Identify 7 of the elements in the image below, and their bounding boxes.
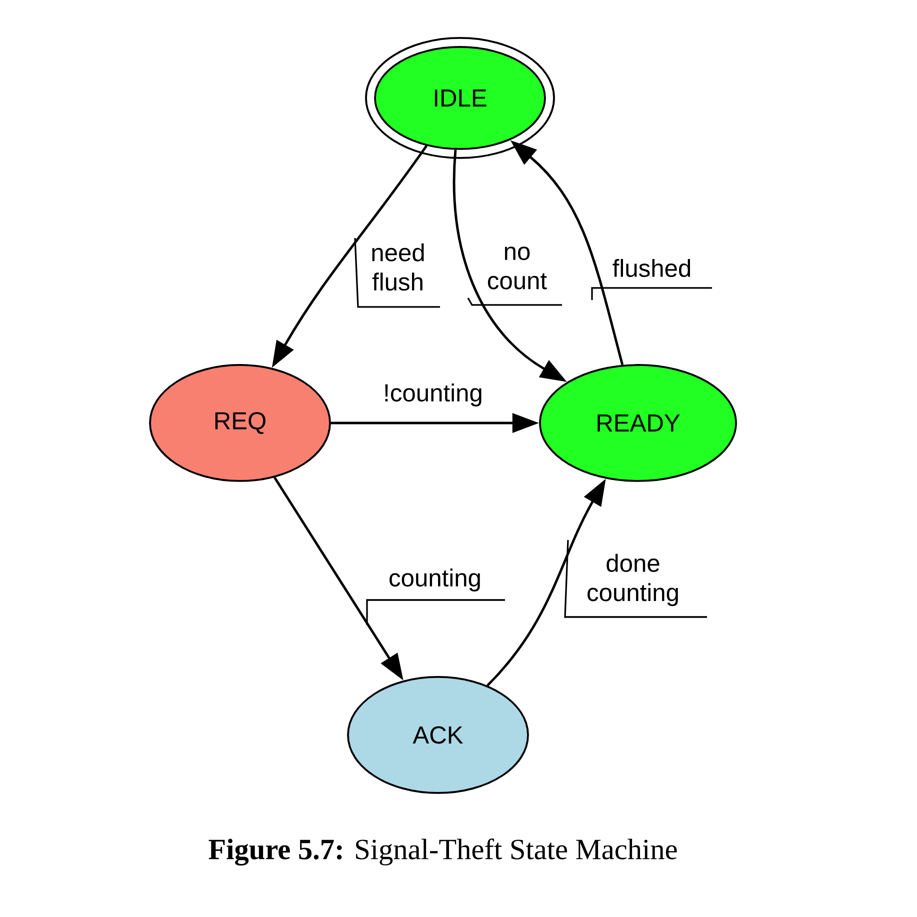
edge-label: counting: [390, 568, 480, 592]
edge-label: !counting: [385, 384, 482, 406]
figure-caption: Figure 5.7: Signal-Theft State Machine: [208, 838, 677, 866]
edge-label: done counting: [588, 554, 678, 606]
edge-label: flushed: [612, 258, 690, 278]
edge-label: no count: [488, 246, 547, 290]
edge-label: need flush: [372, 243, 424, 291]
